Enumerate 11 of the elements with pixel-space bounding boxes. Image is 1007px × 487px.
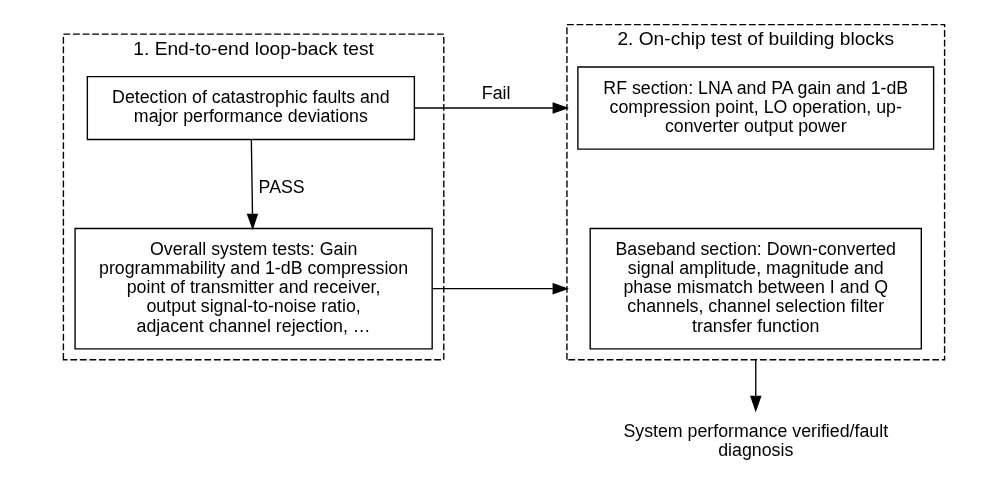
arrow bbox=[246, 138, 258, 231]
edge-label: Fail bbox=[481, 83, 510, 104]
edge-label: PASS bbox=[258, 177, 305, 198]
node-box: Overall system tests: Gain programmability and 1-dB compression point of transmitter and receiver, output signal-to-noise ratio, adjacent channel rejection, … bbox=[73, 227, 433, 350]
node-box: Detection of catastrophic faults and major performance deviations bbox=[86, 75, 415, 141]
node-box: Baseband section: Down-converted signal amplitude, magnitude and phase mismatch between I and Q channels, channel selection filter transfer function bbox=[589, 227, 922, 350]
node-text: System performance verified/fault diagnosis bbox=[622, 420, 888, 461]
arrow bbox=[431, 282, 569, 295]
arrow bbox=[413, 102, 569, 114]
node-box: RF section: LNA and PA gain and 1-dB compression point, LO operation, up-converter output power bbox=[576, 66, 934, 150]
arrow bbox=[749, 359, 761, 413]
